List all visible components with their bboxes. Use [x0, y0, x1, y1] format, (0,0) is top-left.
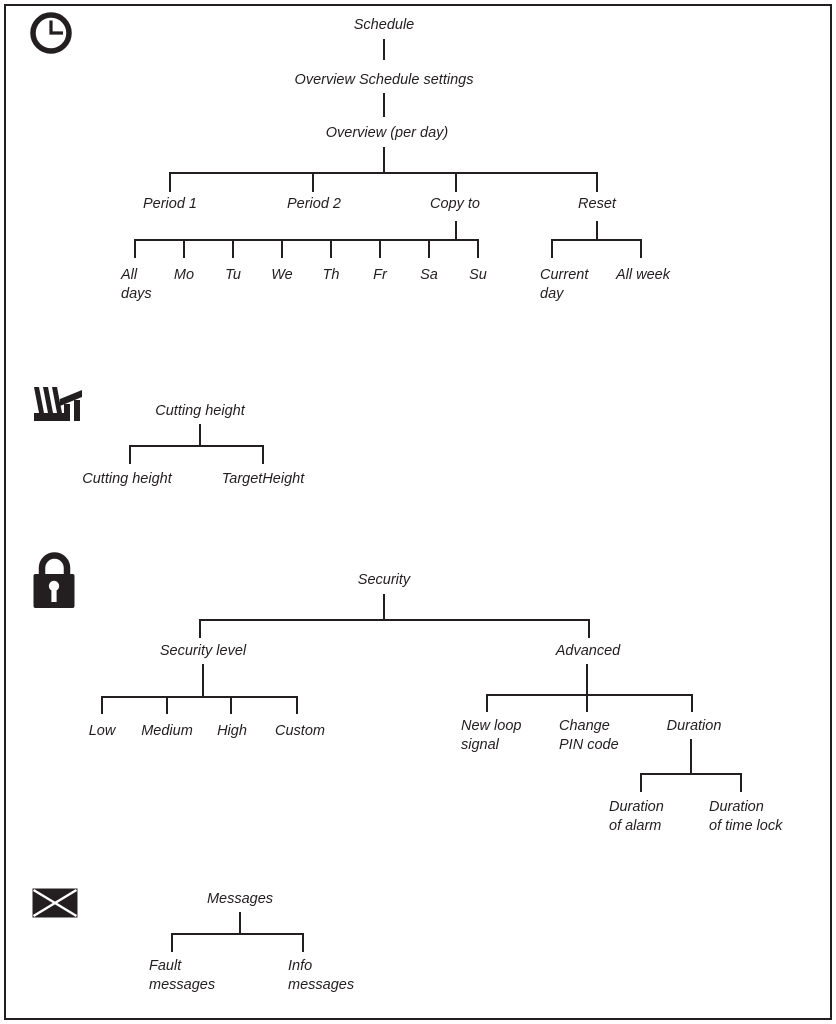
node-info-messages: Info messages — [288, 958, 355, 993]
node-medium: Medium — [141, 723, 193, 739]
node-security-level: Security level — [159, 643, 247, 659]
node-period-1: Period 1 — [142, 196, 198, 212]
node-mo: Mo — [173, 267, 195, 283]
node-change-pin-code: Change PIN code — [559, 718, 619, 753]
node-su: Su — [469, 267, 487, 283]
node-advanced: Advanced — [555, 643, 621, 659]
node-duration-of-alarm: Duration of alarm — [609, 799, 664, 834]
node-tu: Tu — [225, 267, 241, 283]
node-target-height: TargetHeight — [221, 471, 305, 487]
messages-title: Messages — [206, 891, 274, 907]
node-fr: Fr — [373, 267, 387, 283]
node-new-loop-signal: New loop signal — [461, 718, 522, 753]
node-we: We — [271, 267, 293, 283]
node-custom: Custom — [275, 723, 325, 739]
node-reset: Reset — [578, 196, 616, 212]
node-copy-to: Copy to — [430, 196, 480, 212]
cutting-height-title: Cutting height — [155, 403, 245, 419]
node-low: Low — [88, 723, 116, 739]
node-fault-messages: Fault messages — [149, 958, 216, 993]
node-overview-per-day: Overview (per day) — [325, 125, 449, 141]
node-duration-of-time-lock: Duration of time lock — [709, 799, 783, 834]
node-high: High — [217, 723, 247, 739]
lock-icon — [33, 552, 75, 608]
node-cutting-height: Cutting height — [82, 471, 172, 487]
node-overview-schedule-settings: Overview Schedule settings — [294, 72, 474, 88]
node-period-2: Period 2 — [286, 196, 342, 212]
cutting-height-icon — [34, 387, 82, 421]
node-th: Th — [322, 267, 340, 283]
mail-icon — [32, 888, 78, 918]
schedule-title: Schedule — [353, 17, 415, 33]
security-title: Security — [357, 572, 411, 588]
node-all-week: All week — [616, 267, 670, 283]
node-current-day: Current day — [540, 267, 589, 302]
node-duration: Duration — [666, 718, 722, 734]
clock-icon — [30, 12, 72, 54]
node-all-days: All days — [121, 267, 152, 302]
node-sa: Sa — [420, 267, 438, 283]
